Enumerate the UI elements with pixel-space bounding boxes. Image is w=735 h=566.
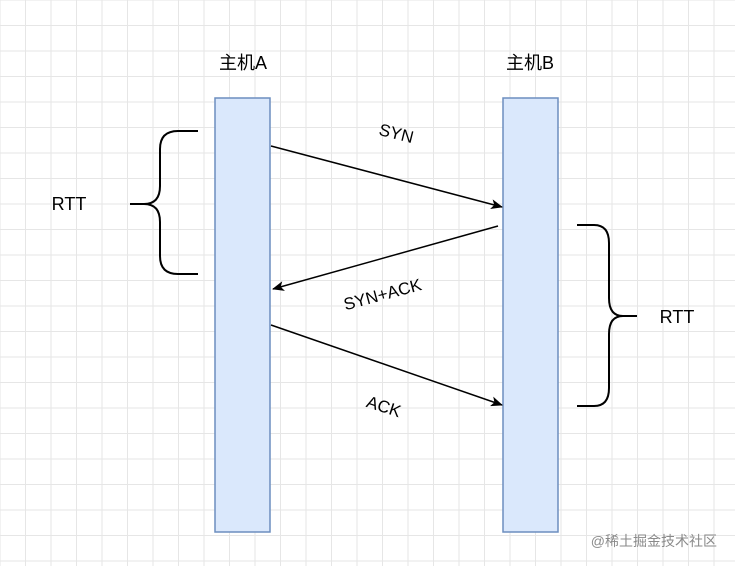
watermark-text: @稀土掘金技术社区: [591, 533, 717, 549]
rtt-left-label: RTT: [52, 194, 87, 214]
rtt-right-brace: [577, 224, 637, 407]
host-b-label: 主机B: [506, 53, 554, 73]
host-b-lifeline: [502, 97, 559, 533]
syn-arrow: [270, 145, 503, 210]
rtt-left-brace: [130, 130, 198, 275]
host-a-lifeline: [214, 97, 271, 533]
syn-ack-arrow: [272, 225, 499, 291]
host-a-label: 主机A: [219, 53, 267, 73]
ack-label: ACK: [364, 392, 404, 421]
ack-arrow: [270, 324, 503, 407]
rtt-right-label: RTT: [660, 307, 695, 327]
